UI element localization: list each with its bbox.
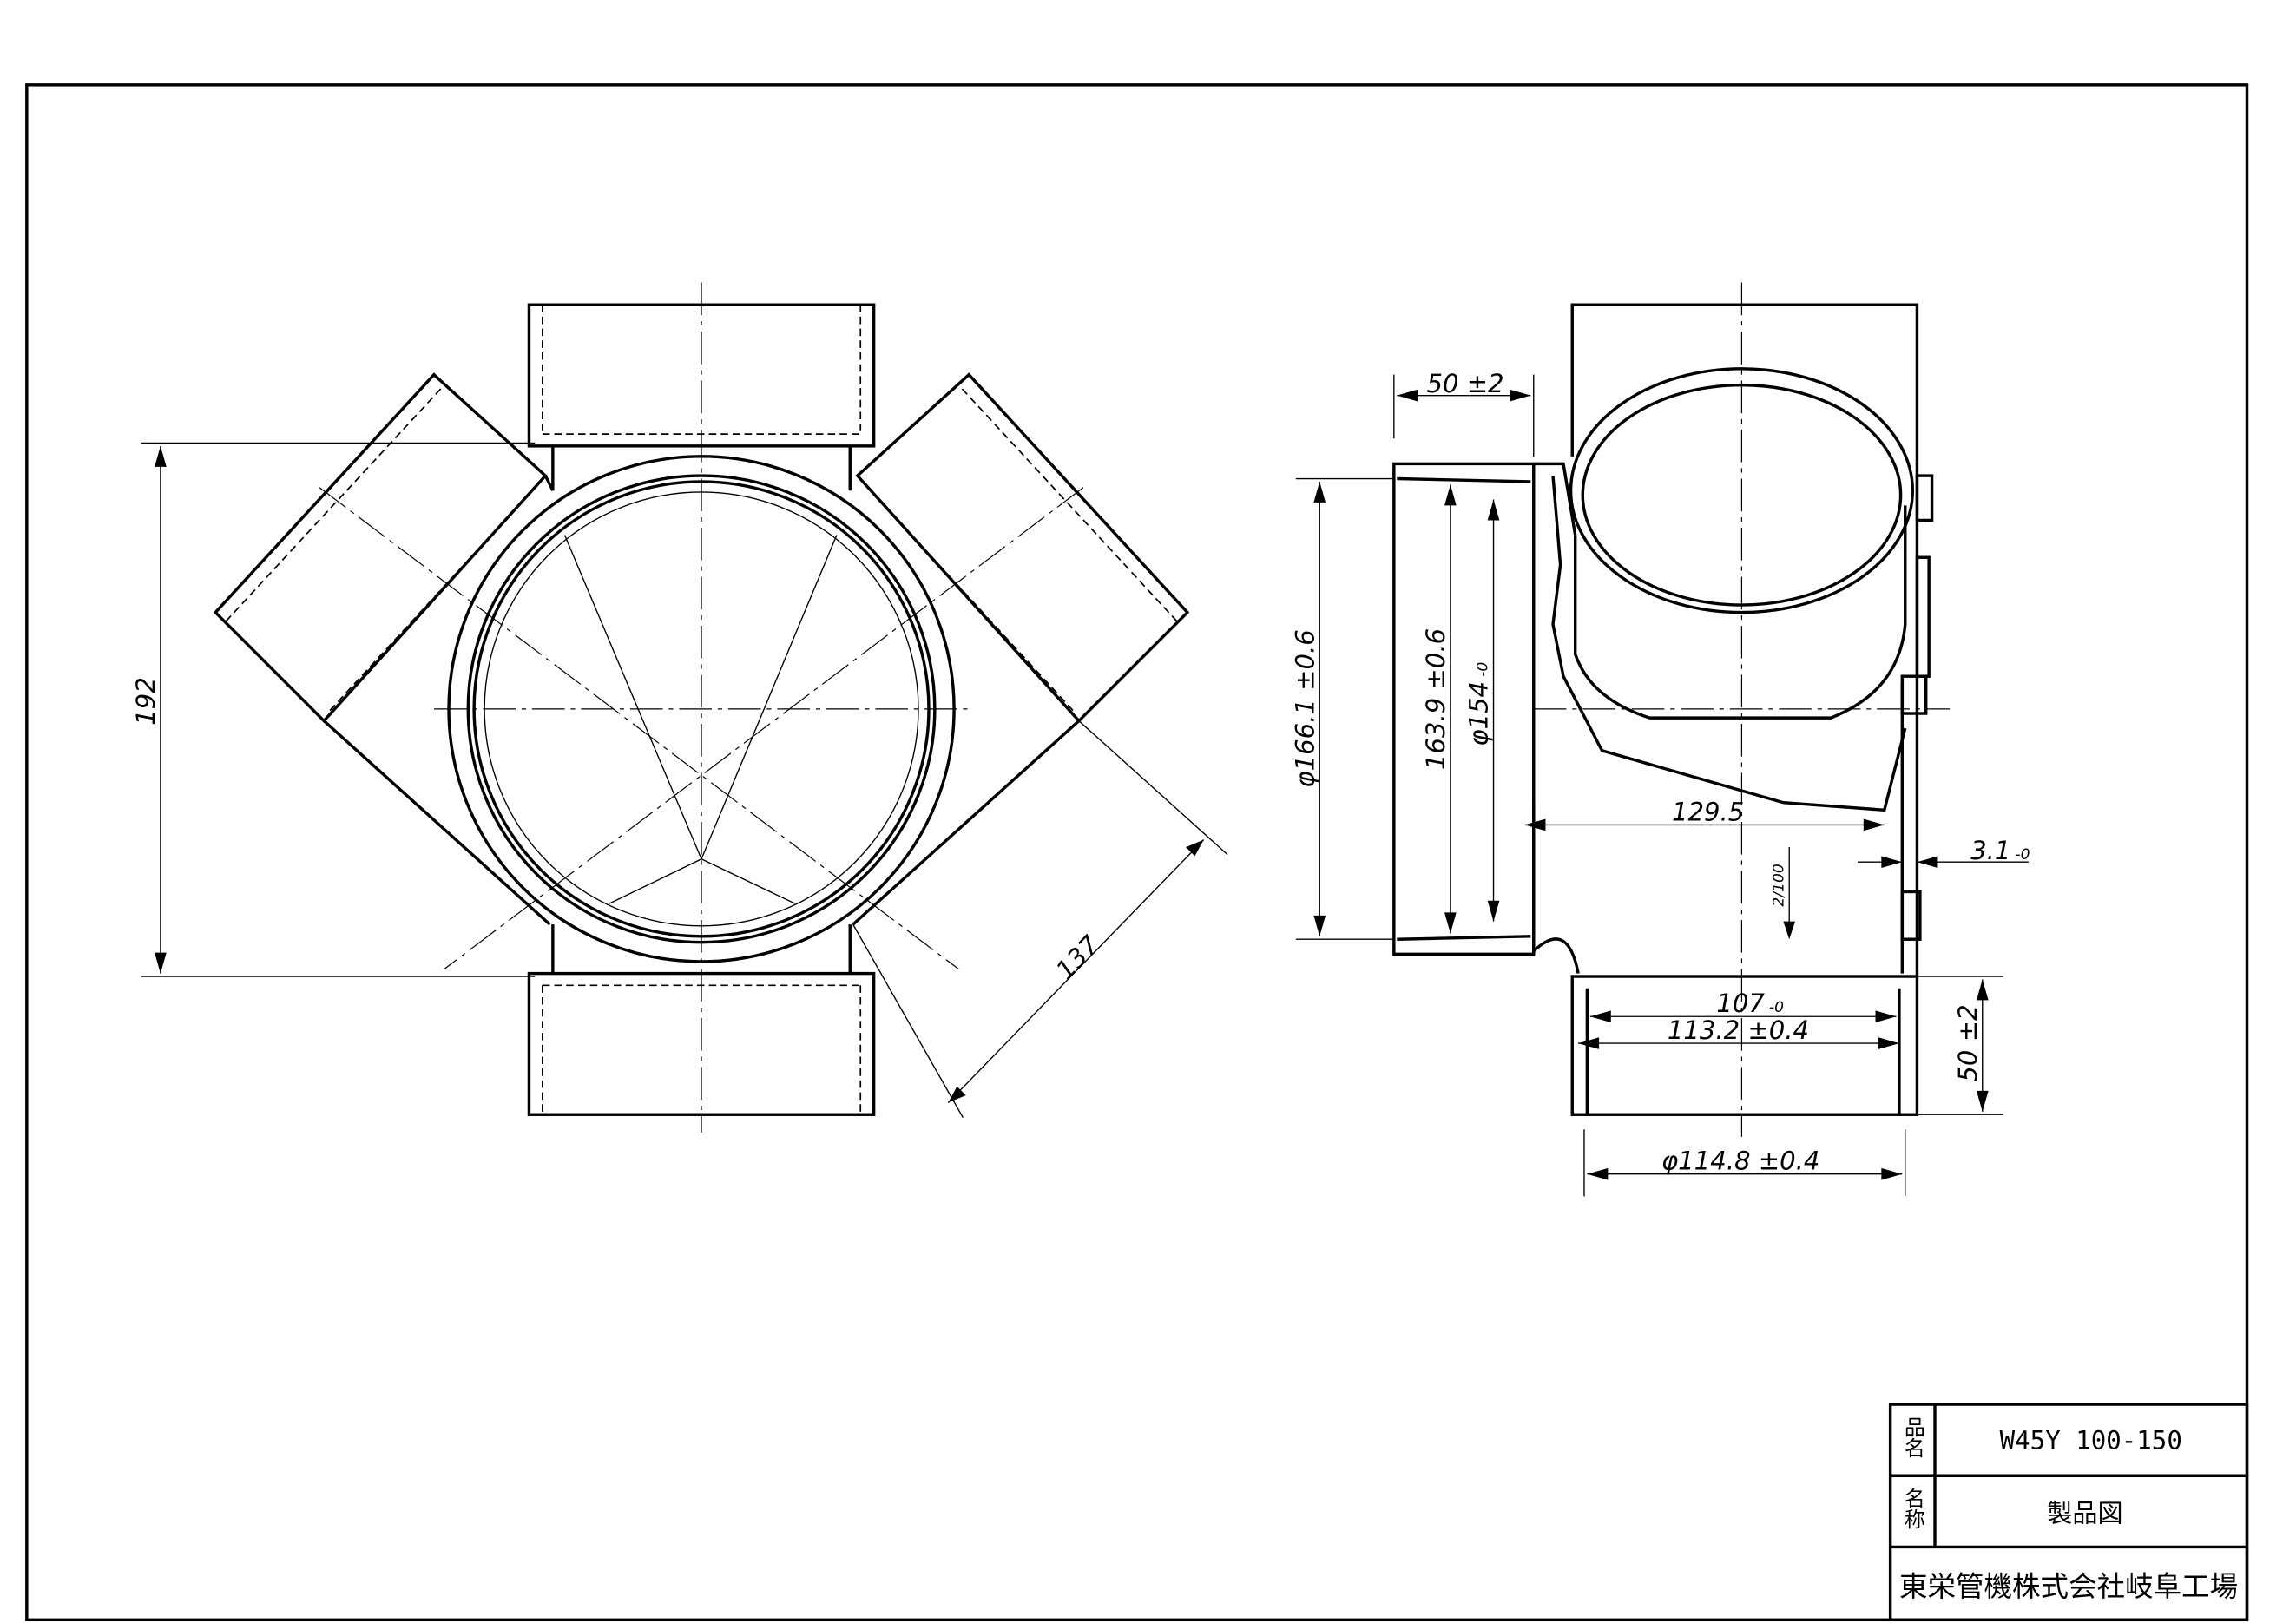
dim-bottom-inner: 113.2 ±0.4: [1668, 1015, 1809, 1045]
company-name: 東栄管機株式会社岐阜工場: [1899, 1570, 2238, 1603]
dim-length: 129.5: [1672, 797, 1744, 826]
front-view: 192 137: [131, 282, 1228, 1133]
dim-outer-diameter: φ166.1 ±0.6: [1290, 629, 1319, 787]
dim-bottom-outer: φ114.8 ±0.4: [1661, 1147, 1819, 1176]
dim-bore: φ154-0: [1464, 662, 1494, 746]
product-name: W45Y 100-150: [2000, 1425, 2182, 1455]
title-label: 名称: [1900, 1488, 1924, 1529]
dim-socket-length-top: 50 ±2: [1426, 369, 1503, 398]
drawing-title: 製品図: [2047, 1498, 2122, 1528]
dim-bottom-bore: 107-0: [1716, 989, 1784, 1018]
drawing-border: [25, 83, 2249, 1622]
slope-label: 2/100: [1770, 864, 1787, 906]
dim-wall: 3.1-0: [1970, 836, 2030, 865]
dim-height-label: 192: [131, 677, 161, 726]
title-block: 品名 W45Y 100-150 名称 製品図 東栄管機株式会社岐阜工場: [1888, 1403, 2249, 1622]
dim-socket-length-bottom: 50 ±2: [1953, 1004, 1983, 1081]
dim-branch-label: 137: [1050, 930, 1105, 985]
side-view: 50 ±2 φ166.1 ±0.6 163.9 ±0.6 φ154-0 129.…: [1290, 282, 2030, 1197]
product-name-label: 品名: [1900, 1416, 1924, 1458]
dim-inner-diameter: 163.9 ±0.6: [1421, 628, 1451, 770]
